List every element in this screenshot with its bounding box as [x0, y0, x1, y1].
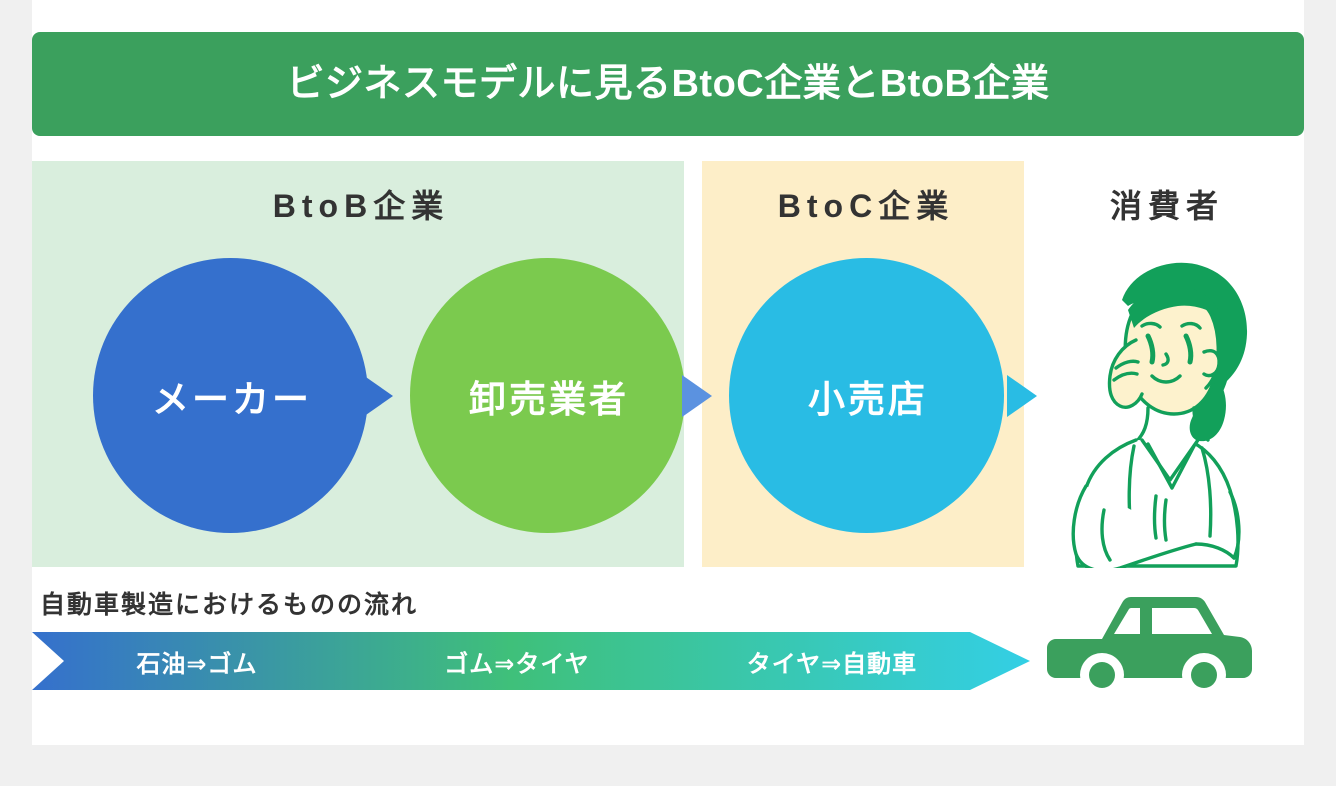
content-card: ビジネスモデルに見るBtoC企業とBtoB企業 BtoB企業 BtoC企業 消費…	[32, 0, 1304, 745]
node-retail-label: 小売店	[808, 378, 928, 420]
panel-btoc-label: BtoC企業	[777, 188, 955, 224]
consumer-person-icon	[1044, 248, 1266, 573]
arrow-right-icon-maker-to-wholesale	[363, 375, 393, 417]
node-wholesale: 卸売業者	[410, 258, 685, 533]
flow-arrow-bar	[32, 632, 1030, 690]
node-maker-label: メーカー	[152, 378, 312, 420]
title-banner: ビジネスモデルに見るBtoC企業とBtoB企業	[32, 32, 1304, 136]
node-wholesale-label: 卸売業者	[469, 378, 629, 420]
panel-consumer-label: 消費者	[1109, 188, 1224, 224]
flow-caption: 自動車製造におけるものの流れ	[40, 591, 419, 619]
car-icon	[1044, 587, 1259, 699]
page-title: ビジネスモデルに見るBtoC企業とBtoB企業	[286, 63, 1050, 105]
panel-btob-label: BtoB企業	[272, 188, 450, 224]
node-maker: メーカー	[93, 258, 368, 533]
arrow-right-icon-wholesale-to-retail	[682, 375, 712, 417]
arrow-right-icon-retail-to-consumer	[1007, 375, 1037, 417]
node-retail: 小売店	[729, 258, 1004, 533]
